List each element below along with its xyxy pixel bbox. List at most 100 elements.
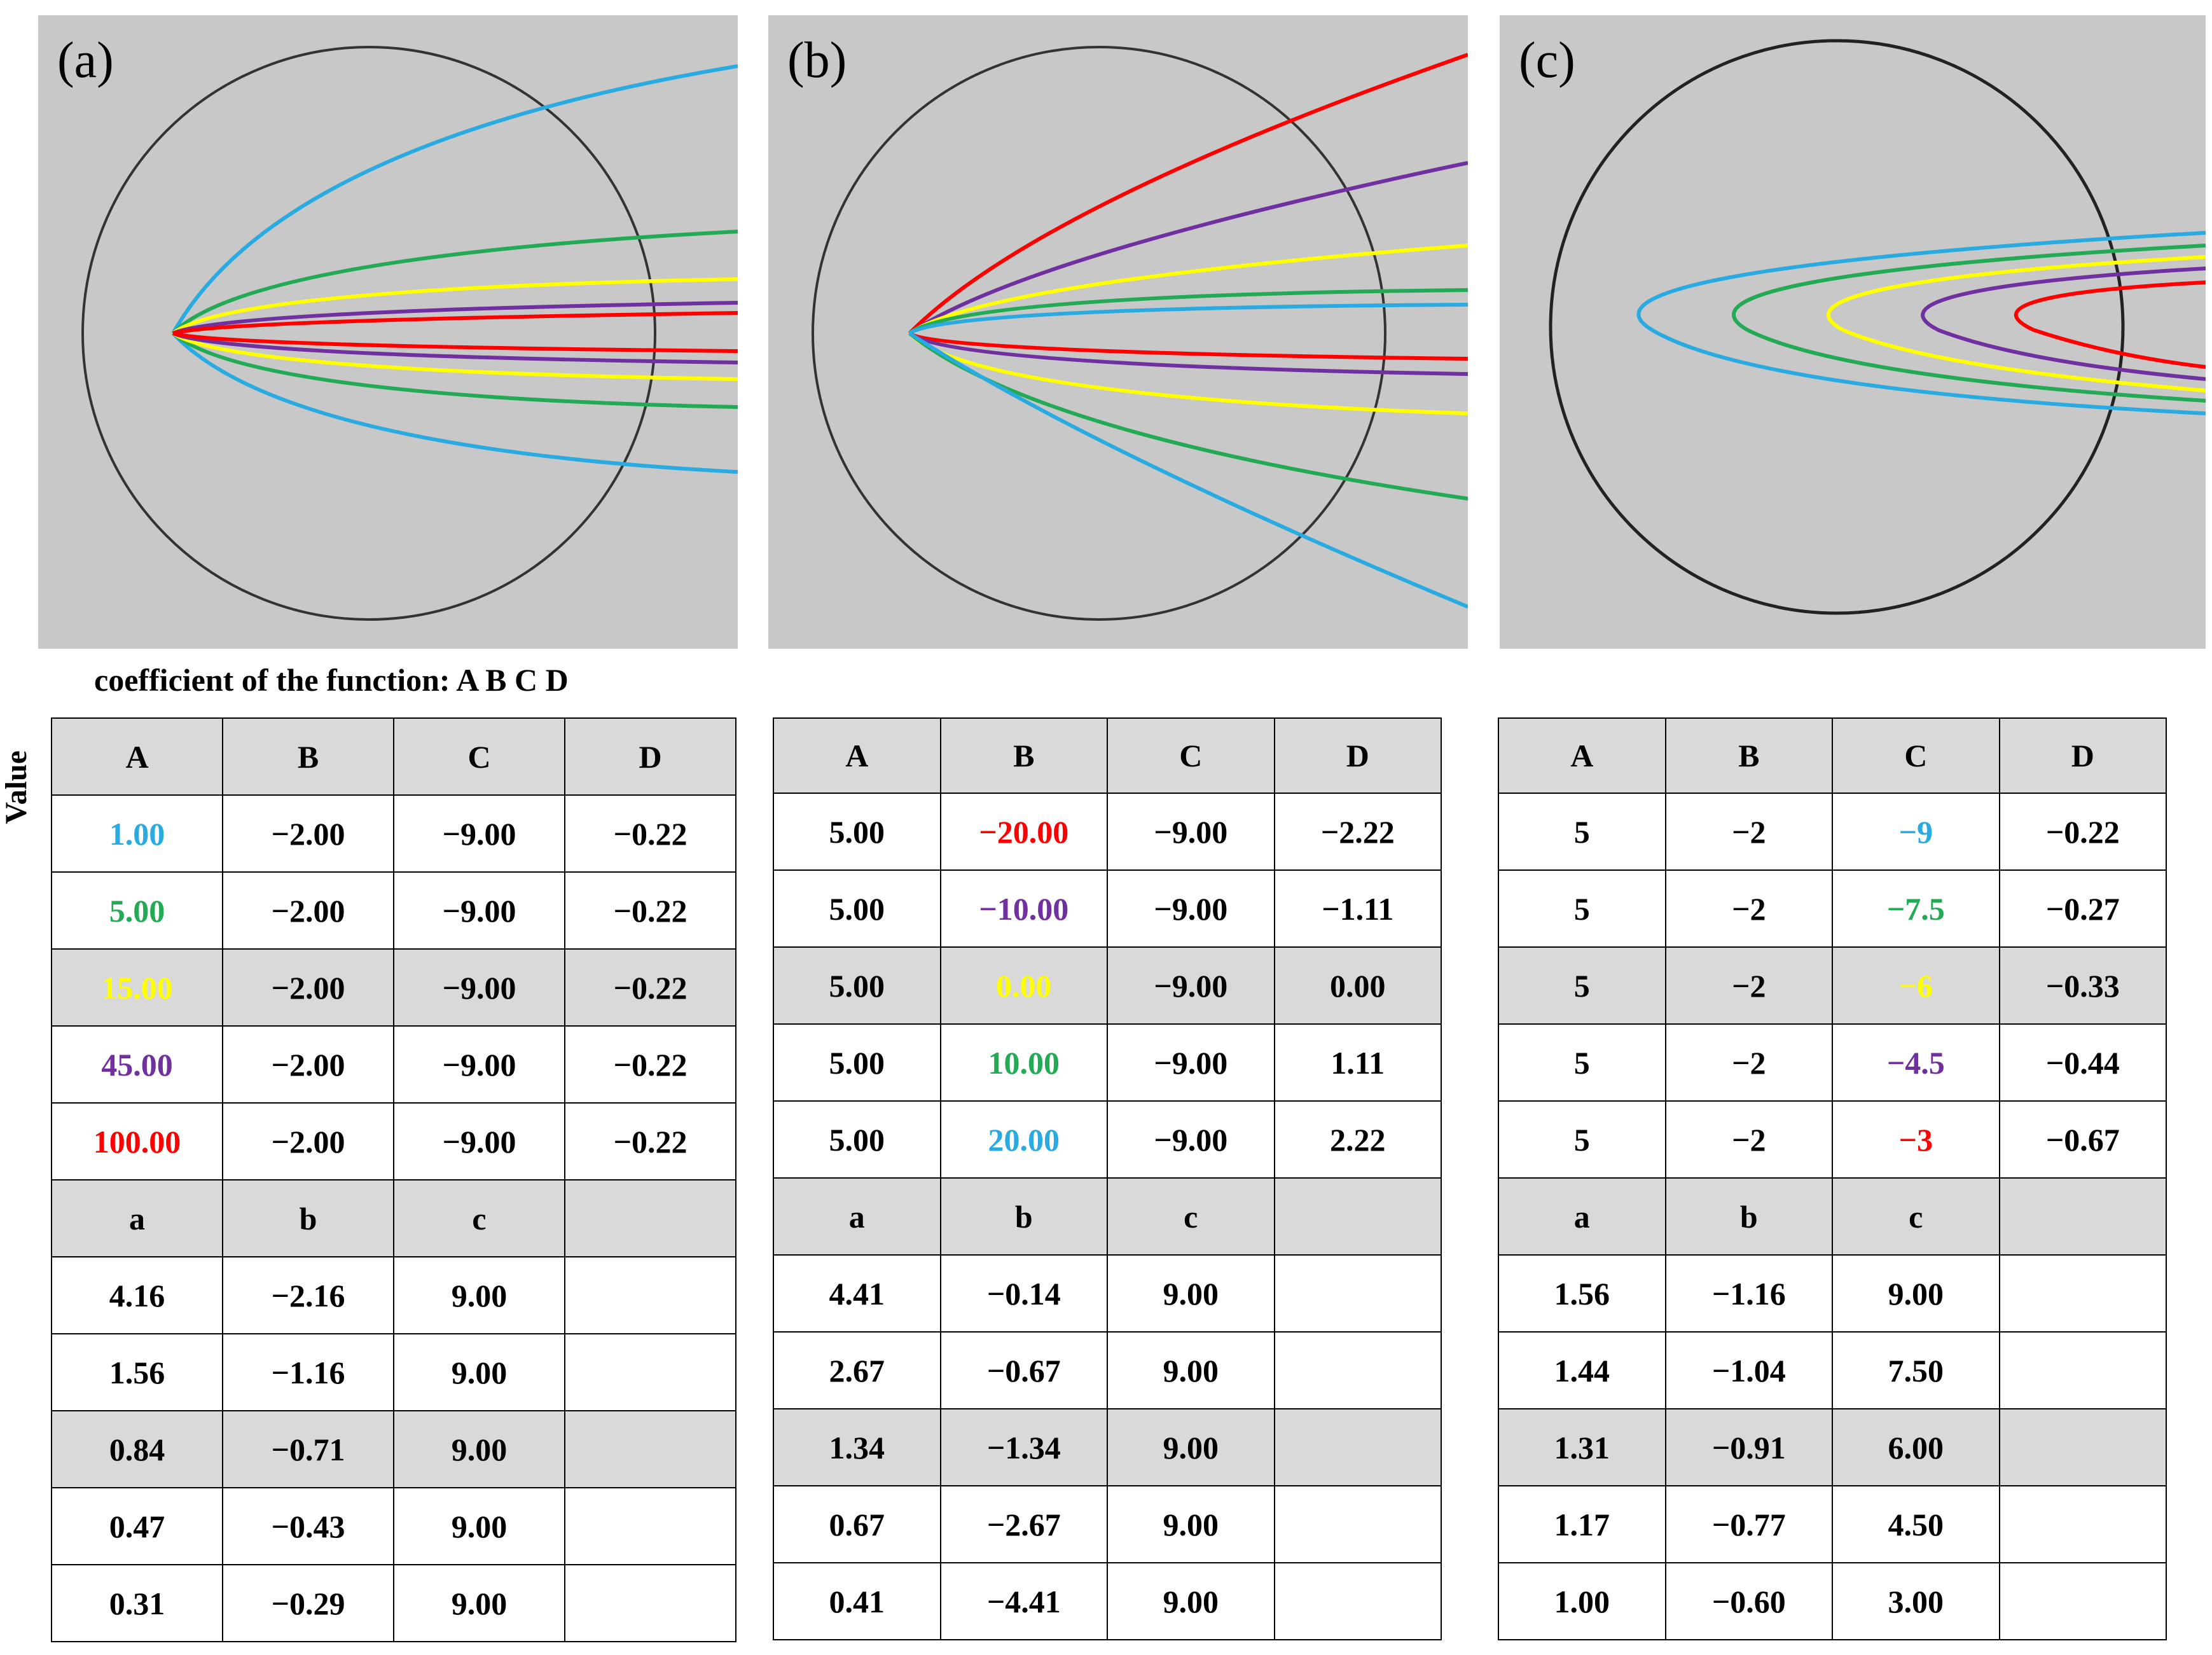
table-cell: C (393, 717, 565, 796)
table-cell: −0.77 (1664, 1485, 1833, 1563)
table-cell: 9.00 (393, 1410, 565, 1488)
table-cell (564, 1256, 736, 1334)
table-row: 100.00−2.00−9.00−0.22 (51, 1102, 736, 1181)
table-cell: −0.71 (222, 1410, 394, 1488)
table-cell: c (393, 1179, 565, 1257)
table-cell: 1.44 (1498, 1331, 1666, 1409)
table-cell: 5.00 (51, 871, 223, 950)
panel-a-label: (a) (57, 32, 114, 88)
table-cell (564, 1179, 736, 1257)
panel-c-circle (1549, 39, 2125, 615)
panel-c: (c) (1500, 15, 2206, 649)
table-cell (1273, 1254, 1442, 1333)
table-cell: 5.00 (773, 793, 941, 871)
table-cell: −2.67 (939, 1485, 1108, 1563)
curve-c-green (1732, 244, 2206, 403)
table-cell: 10.00 (939, 1023, 1108, 1102)
table-cell: A (773, 717, 941, 794)
curve-a-green-lower (172, 331, 738, 409)
table-cell: 1.56 (1498, 1254, 1666, 1333)
table-row: 5.00−20.00−9.00−2.22 (773, 793, 1442, 871)
table-row: 5.00−10.00−9.00−1.11 (773, 869, 1442, 948)
table-cell: 9.00 (1107, 1254, 1275, 1333)
table-cell: 1.34 (773, 1408, 941, 1486)
table-cell: c (1107, 1177, 1275, 1256)
table-cell: −9.00 (1107, 946, 1275, 1025)
table-cell: D (1273, 717, 1442, 794)
table-cell: −10.00 (939, 869, 1108, 948)
table-cell (1273, 1408, 1442, 1486)
table-cell: −0.22 (564, 794, 736, 873)
table-cell: −0.22 (1998, 793, 2167, 871)
curve-c-red (2014, 280, 2206, 369)
table-cell: −4.41 (939, 1562, 1108, 1640)
panel-a-circle (81, 46, 656, 621)
curve-a-yellow-lower (172, 331, 738, 381)
table-cell: 1.17 (1498, 1485, 1666, 1563)
panel-c-graphic (1549, 39, 2206, 615)
table-cell: C (1832, 717, 2000, 794)
table-cell: A (1498, 717, 1666, 794)
table-cell: −9.00 (393, 948, 565, 1027)
table-row: 5.00−2.00−9.00−0.22 (51, 871, 736, 950)
table-cell: 2.67 (773, 1331, 941, 1409)
panel-b-label: (b) (787, 32, 847, 88)
table-cell: −1.16 (222, 1333, 394, 1411)
table-cell: 5.00 (773, 1100, 941, 1179)
panel-b-circle (812, 46, 1386, 621)
table-cell: −9.00 (393, 1102, 565, 1181)
table-cell: 7.50 (1832, 1331, 2000, 1409)
table-cell: 0.47 (51, 1487, 223, 1565)
table-cell (1998, 1408, 2167, 1486)
table-cell: 15.00 (51, 948, 223, 1027)
table-cell: −2.22 (1273, 793, 1442, 871)
curve-c-purple (1921, 267, 2206, 381)
table-cell: 9.00 (393, 1487, 565, 1565)
curve-a-green (171, 230, 738, 335)
table-cell: −1.04 (1664, 1331, 1833, 1409)
table-cell (564, 1333, 736, 1411)
table-cell: −0.22 (564, 1025, 736, 1104)
table-cell: −2 (1664, 946, 1833, 1025)
table-cell: −4.5 (1832, 1023, 2000, 1102)
table-cell: 5 (1498, 1023, 1666, 1102)
table-cell: −1.34 (939, 1408, 1108, 1486)
table-cell: −6 (1832, 946, 2000, 1025)
table-cell: −0.22 (564, 871, 736, 950)
table-cell: 9.00 (393, 1564, 565, 1642)
table-cell: 5.00 (773, 946, 941, 1025)
table-cell: a (773, 1177, 941, 1256)
table-cell: −2.00 (222, 794, 394, 873)
table-cell: B (939, 717, 1108, 794)
table-cell: −9.00 (1107, 1100, 1275, 1179)
table-cell: B (222, 717, 394, 796)
table-cell: −0.91 (1664, 1408, 1833, 1486)
table-cell: −0.67 (939, 1331, 1108, 1409)
table-cell (564, 1564, 736, 1642)
table-cell (1273, 1485, 1442, 1563)
table-cell: 5 (1498, 1100, 1666, 1179)
table-cell: −2 (1664, 1023, 1833, 1102)
table-cell: 1.56 (51, 1333, 223, 1411)
table-cell: −0.27 (1998, 869, 2167, 948)
curve-a-purple-lower (172, 331, 738, 364)
table-cell: 4.41 (773, 1254, 941, 1333)
table-row: 1.00−2.00−9.00−0.22 (51, 794, 736, 873)
table-cell: −9.00 (393, 794, 565, 873)
table-cell: 5 (1498, 946, 1666, 1025)
curve-b-purple-lower (908, 331, 1468, 376)
